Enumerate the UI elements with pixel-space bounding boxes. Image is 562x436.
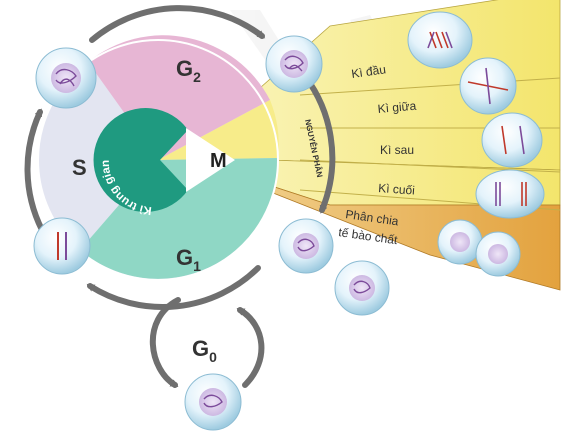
mitosis-stage-labels: Kì đầu Kì giữa Kì sau Kì cuối Phân chia … (338, 62, 418, 247)
label-g0: G0 (192, 336, 217, 365)
label-m: M (210, 150, 227, 172)
cells (33, 11, 545, 431)
cell-top-left (35, 47, 97, 109)
stage-metaphase: Kì giữa (377, 99, 417, 116)
label-s: S (72, 155, 87, 180)
stage-anaphase: Kì sau (380, 143, 414, 157)
interphase-center (93, 108, 235, 213)
sector-g2 (88, 35, 270, 161)
cell-left (33, 217, 91, 275)
stage-prophase: Kì đầu (350, 62, 386, 81)
phase-labels: G2 S G1 G0 M (72, 56, 227, 365)
label-g1: G1 (176, 245, 201, 274)
cell-prophase (407, 11, 473, 69)
sector-g1 (80, 158, 279, 279)
cell-telophase (475, 169, 545, 219)
cell-cytokinesis (437, 219, 521, 277)
stage-telophase: Kì cuối (378, 181, 416, 198)
cell-g0 (184, 373, 242, 431)
cell-daughter (334, 260, 390, 316)
g0-loop (149, 297, 265, 388)
cell-anaphase (481, 112, 543, 168)
label-g2: G2 (176, 56, 201, 85)
cell-g1-right (278, 218, 334, 274)
cell-metaphase (459, 57, 517, 115)
cell-top-right (265, 35, 323, 93)
